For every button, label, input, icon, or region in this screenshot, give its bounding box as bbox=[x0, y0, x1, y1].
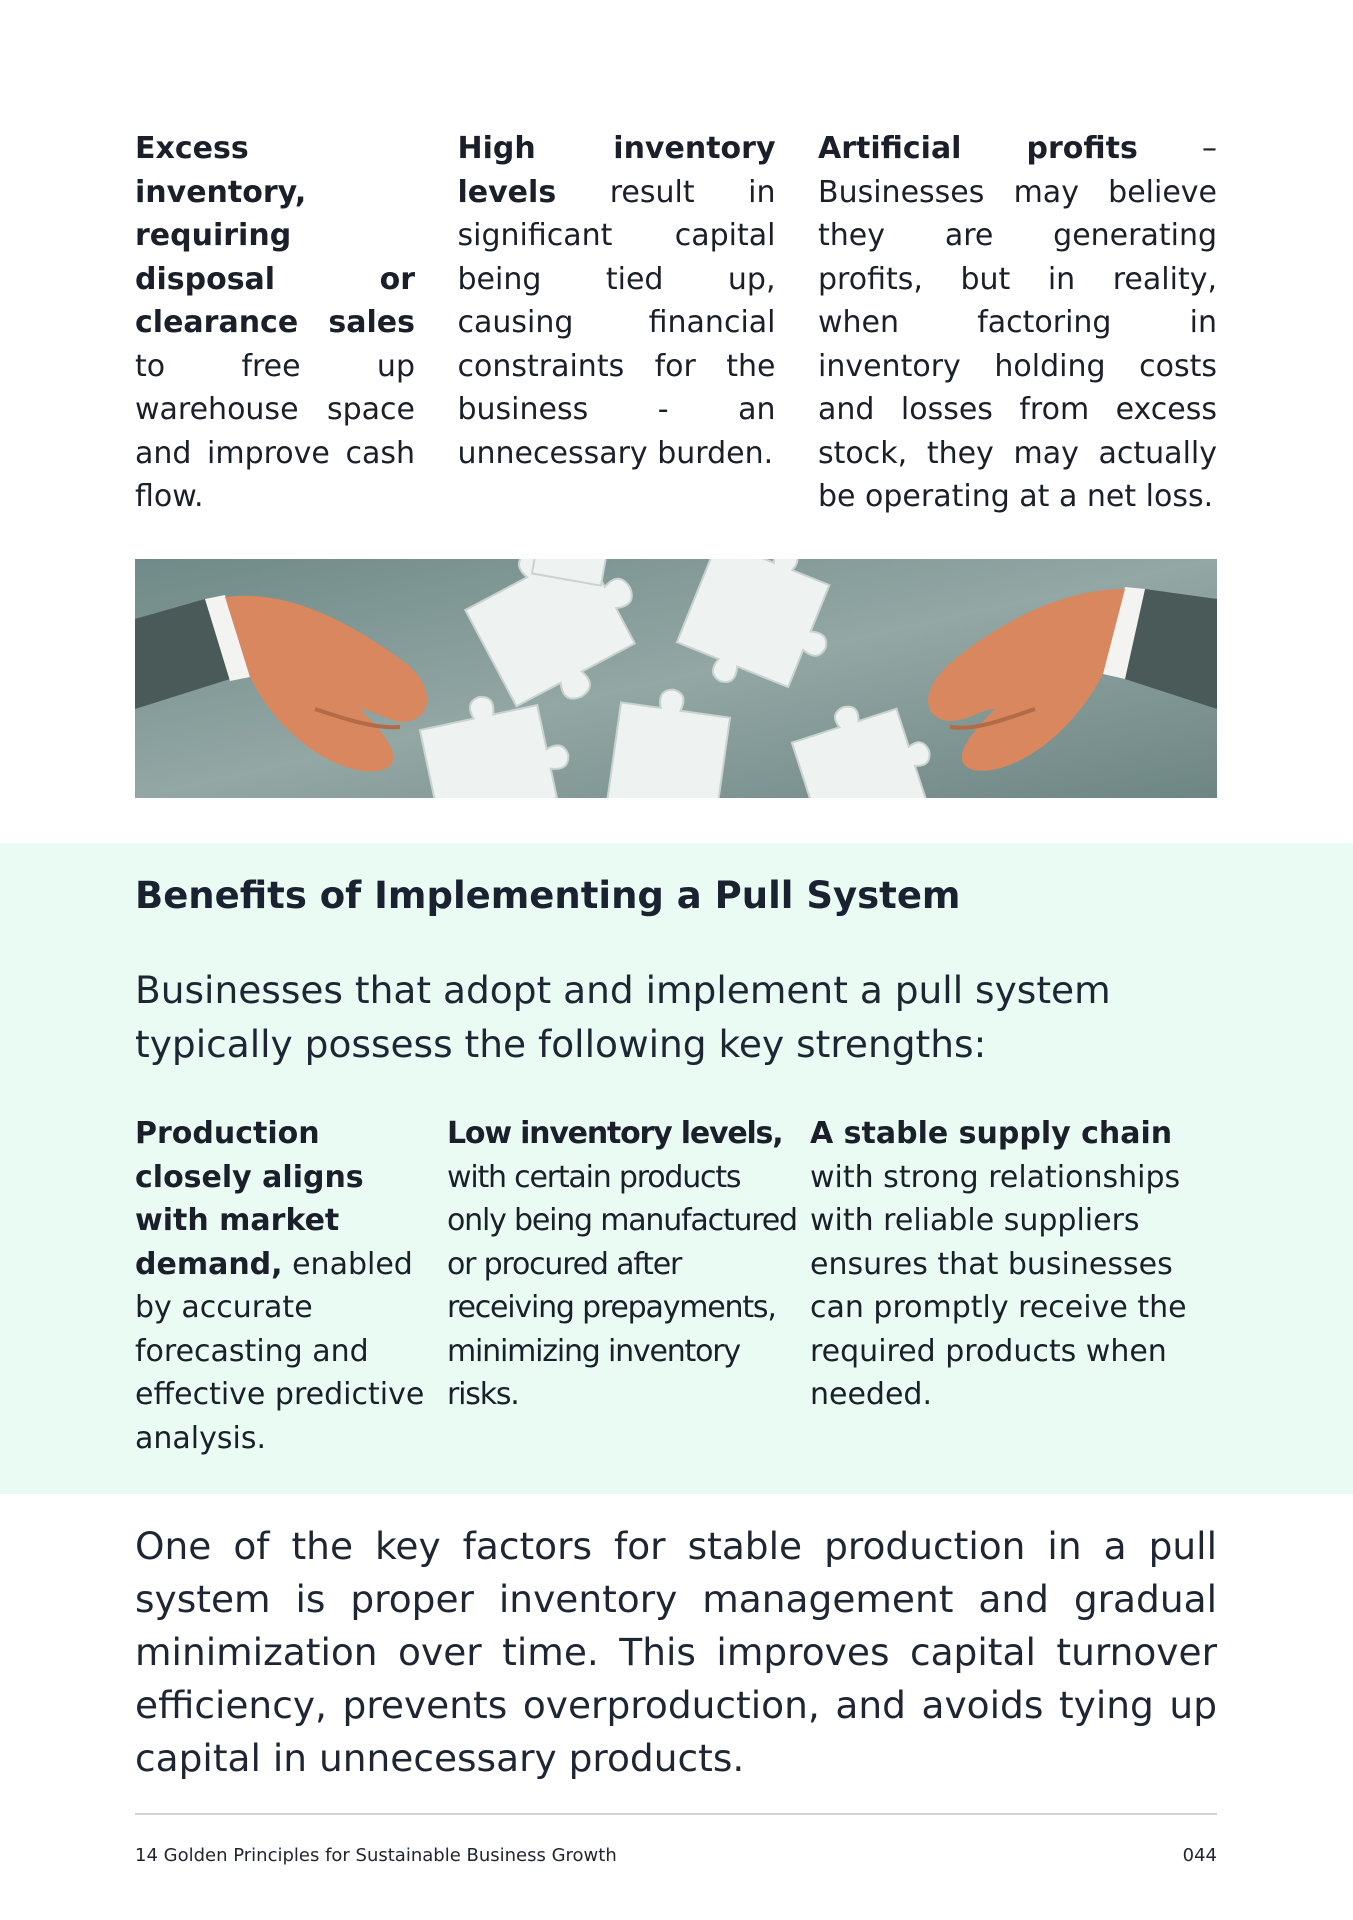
top-column-3-bold: Artificial profits bbox=[818, 131, 1138, 166]
puzzle-piece bbox=[463, 559, 637, 708]
benefit-column-1-text: enabled by accurate forecasting and effe… bbox=[135, 1246, 425, 1456]
hands-puzzle-pieces-illustration bbox=[135, 559, 1217, 798]
puzzle-piece bbox=[675, 559, 831, 689]
puzzle-piece bbox=[606, 688, 732, 798]
puzzle-piece bbox=[418, 695, 570, 798]
top-column-2-text: result in significant capital being tied… bbox=[457, 174, 776, 471]
footer-divider bbox=[135, 1813, 1217, 1815]
top-column-1-bold: Excess inventory, requiring disposal or … bbox=[135, 131, 415, 340]
benefit-column-2-bold: Low inventory levels, bbox=[447, 1116, 784, 1151]
footer-page-number: 044 bbox=[1182, 1845, 1217, 1866]
top-columns: Excess inventory, requiring disposal or … bbox=[135, 127, 1217, 519]
benefit-column-3: A stable supply chain with strong relati… bbox=[810, 1112, 1220, 1417]
top-column-3: Artificial profits – Businesses may beli… bbox=[818, 127, 1217, 519]
benefit-column-3-text: with strong relationships with reliable … bbox=[810, 1159, 1187, 1413]
closing-paragraph: One of the key factors for stable produc… bbox=[135, 1524, 1217, 1780]
benefit-column-2-text: with certain products only being manufac… bbox=[447, 1159, 798, 1413]
benefit-columns: Production closely aligns with market de… bbox=[135, 1112, 1217, 1472]
top-column-1: Excess inventory, requiring disposal or … bbox=[135, 127, 415, 519]
puzzle-pieces bbox=[418, 559, 931, 798]
section-intro: Businesses that adopt and implement a pu… bbox=[135, 968, 1111, 1066]
footer-book-title: 14 Golden Principles for Sustainable Bus… bbox=[135, 1845, 617, 1866]
benefits-section-background bbox=[0, 843, 1353, 1494]
right-hand bbox=[928, 587, 1217, 771]
section-title: Benefits of Implementing a Pull System bbox=[135, 874, 961, 917]
puzzle-piece bbox=[530, 559, 610, 587]
benefit-column-1-bold: Production closely aligns with market de… bbox=[135, 1116, 364, 1282]
top-column-2-bold: High inventory levels bbox=[457, 131, 776, 210]
benefit-column-2: Low inventory levels, with certain produ… bbox=[447, 1112, 798, 1417]
puzzle-illustration-svg bbox=[135, 559, 1217, 798]
benefit-column-1: Production closely aligns with market de… bbox=[135, 1112, 435, 1460]
benefit-column-3-bold: A stable supply chain bbox=[810, 1116, 1173, 1151]
top-column-3-text: – Businesses may believe they are genera… bbox=[818, 131, 1217, 514]
puzzle-piece bbox=[790, 705, 931, 798]
left-hand bbox=[135, 595, 427, 772]
top-column-1-text: to free up warehouse space and improve c… bbox=[135, 348, 415, 515]
top-column-2: High inventory levels result in signific… bbox=[458, 127, 776, 519]
